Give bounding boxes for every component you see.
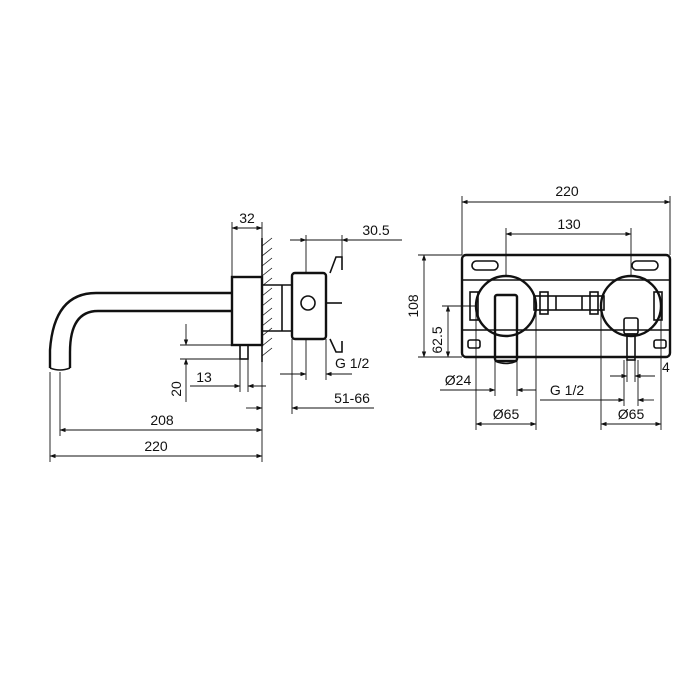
dim-spout-drop: 20 bbox=[168, 324, 240, 402]
rosette bbox=[230, 275, 264, 347]
label-30-5: 30.5 bbox=[362, 222, 389, 238]
dim-centres: 130 bbox=[505, 216, 632, 276]
dim-axis-height: 62.5 bbox=[429, 305, 476, 358]
label-dia-65-left: Ø65 bbox=[493, 406, 520, 422]
valve-body bbox=[262, 256, 343, 353]
dim-overall-width-front: 220 bbox=[461, 183, 671, 255]
label-g12-front: G 1/2 bbox=[550, 382, 584, 398]
side-view: 32 30.5 G 1/2 13 bbox=[48, 210, 402, 462]
dim-small-offset: 4 bbox=[610, 359, 670, 382]
label-220-side: 220 bbox=[144, 438, 168, 454]
front-view: 220 130 108 62.5 Ø24 bbox=[405, 183, 672, 430]
label-g12-side: G 1/2 bbox=[335, 355, 369, 371]
label-220-front: 220 bbox=[555, 183, 579, 199]
dim-overall-length-side: 220 bbox=[49, 372, 263, 462]
label-dia-24: Ø24 bbox=[445, 372, 472, 388]
dim-valve-face: 30.5 bbox=[290, 222, 402, 273]
dim-handle-offset: 13 bbox=[190, 359, 266, 392]
spout-rosette bbox=[474, 274, 538, 365]
dim-rosette-right: Ø65 bbox=[600, 310, 662, 430]
mixer-rosette bbox=[599, 274, 663, 361]
label-20: 20 bbox=[168, 381, 184, 397]
dim-spout-reach: 208 bbox=[59, 362, 263, 462]
spout bbox=[48, 291, 232, 371]
label-4: 4 bbox=[662, 359, 670, 375]
dim-thread-front: G 1/2 bbox=[540, 360, 654, 406]
label-dia-65-right: Ø65 bbox=[618, 406, 645, 422]
dim-box-range: 51-66 bbox=[246, 339, 374, 414]
label-208: 208 bbox=[150, 412, 174, 428]
label-130: 130 bbox=[557, 216, 581, 232]
label-108: 108 bbox=[405, 294, 421, 318]
label-51-66: 51-66 bbox=[334, 390, 370, 406]
lever bbox=[239, 344, 249, 360]
dim-thread-side: G 1/2 bbox=[280, 339, 369, 380]
wall-hatch bbox=[261, 237, 273, 362]
dim-wall-depth: 32 bbox=[231, 210, 263, 277]
label-13: 13 bbox=[196, 369, 212, 385]
dim-rosette-left: Ø65 bbox=[475, 310, 537, 430]
label-32: 32 bbox=[239, 210, 255, 226]
label-62-5: 62.5 bbox=[429, 326, 445, 353]
mounting-plate bbox=[460, 253, 672, 359]
dim-spout-diameter: Ø24 bbox=[440, 361, 536, 396]
